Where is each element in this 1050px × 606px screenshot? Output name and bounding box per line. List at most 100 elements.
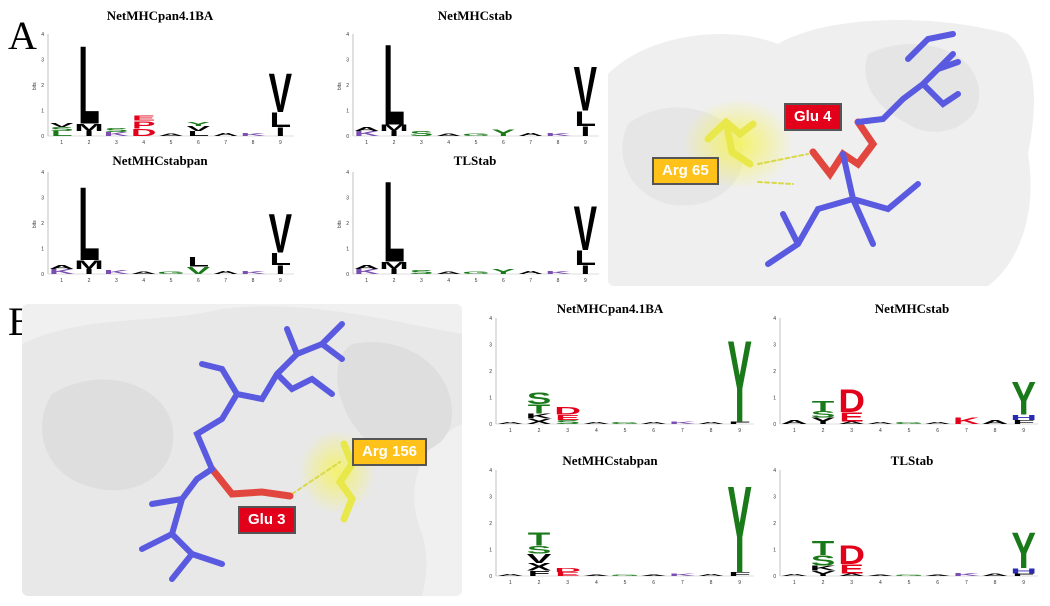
logo-letter: A	[867, 574, 894, 577]
logo-letter: A	[640, 421, 667, 424]
x-tick-label: 2	[538, 580, 541, 586]
y-tick-label: 1	[489, 396, 492, 402]
x-tick-label: 1	[60, 278, 63, 284]
logo-letter: S	[105, 128, 128, 134]
logo-letter: K	[104, 131, 129, 137]
y-tick-label: 4	[773, 316, 776, 322]
x-tick-label: 1	[60, 140, 63, 146]
logo-letter: K	[104, 269, 129, 275]
logo-letter: L	[383, 168, 404, 286]
structure-view-b: Arg 156 Glu 3	[22, 304, 462, 596]
y-axis-label: bits	[32, 82, 38, 90]
logo-letter: L	[188, 130, 209, 138]
x-tick-label: 3	[420, 140, 423, 146]
y-tick-label: 3	[41, 58, 44, 64]
logo-letter: S	[410, 269, 433, 275]
x-tick-label: 7	[224, 278, 227, 284]
x-tick-label: 2	[822, 580, 825, 586]
logo-letter: E	[132, 115, 155, 123]
x-tick-label: 8	[994, 428, 997, 434]
logo-letter: A	[982, 573, 1009, 577]
logo-letter: A	[518, 270, 543, 275]
logo-letter: S	[410, 130, 433, 138]
logo-letter: I	[275, 125, 285, 139]
logo-letter: I	[389, 130, 399, 138]
logo-letter: G	[895, 421, 924, 424]
logo-letter: K	[669, 573, 696, 577]
logo-title: NetMHCstab	[874, 301, 950, 316]
logo-letter: K	[240, 270, 265, 275]
x-tick-label: 9	[738, 580, 741, 586]
logo-letter: A	[436, 271, 461, 275]
y-tick-label: 1	[41, 247, 44, 253]
x-tick-label: 5	[475, 278, 478, 284]
logo-letter: S	[555, 419, 580, 425]
logo-letter: A	[49, 264, 74, 270]
logo-title: TLStab	[453, 153, 497, 168]
x-tick-label: 6	[502, 140, 505, 146]
logo-letter: F	[528, 569, 551, 577]
logo-letter: G	[611, 421, 640, 424]
logo-letter: Y	[811, 569, 836, 577]
logo-letter: Y	[727, 318, 752, 436]
x-tick-label: 1	[365, 278, 368, 284]
logo-letter: D	[838, 383, 865, 420]
y-tick-label: 0	[489, 422, 492, 428]
logo-letter: I	[84, 268, 94, 276]
x-tick-label: 1	[793, 428, 796, 434]
residue-label-glu4: Glu 4	[784, 103, 842, 131]
logo-title: NetMHCstabpan	[562, 453, 658, 468]
y-tick-label: 2	[773, 369, 776, 375]
y-axis-label: bits	[337, 82, 343, 90]
logo-letter: L	[270, 109, 291, 132]
y-tick-label: 0	[489, 574, 492, 580]
logo-letter: L	[270, 249, 292, 269]
x-tick-label: 3	[115, 278, 118, 284]
logo-letter: K	[49, 268, 75, 276]
y-axis-label: bits	[337, 220, 343, 228]
y-tick-label: 3	[773, 343, 776, 349]
x-tick-label: 1	[365, 140, 368, 146]
x-tick-label: 6	[502, 278, 505, 284]
logo-letter: A	[158, 133, 183, 137]
x-tick-label: 7	[529, 140, 532, 146]
x-tick-label: 6	[197, 140, 200, 146]
x-tick-label: 1	[509, 580, 512, 586]
residue-label-glu3: Glu 3	[238, 506, 296, 534]
y-tick-label: 4	[346, 170, 349, 176]
x-tick-label: 7	[224, 140, 227, 146]
x-tick-label: 7	[965, 580, 968, 586]
logo-letter: A	[497, 573, 524, 576]
logo-letter: A	[838, 573, 865, 577]
logo-letter: K	[545, 270, 570, 275]
y-tick-label: 3	[489, 343, 492, 349]
y-tick-label: 0	[41, 272, 44, 278]
logo-letter: F	[728, 571, 751, 577]
logo-letter: E	[555, 413, 580, 421]
y-tick-label: 0	[346, 134, 349, 140]
logo-letter: S	[811, 552, 836, 568]
logo-letter: D	[131, 127, 156, 138]
y-tick-label: 0	[41, 134, 44, 140]
y-tick-label: 1	[773, 396, 776, 402]
x-tick-label: 7	[965, 428, 968, 434]
logo-letter: A	[497, 421, 524, 424]
x-tick-label: 2	[822, 428, 825, 434]
logo-letter: F	[1012, 573, 1035, 577]
x-tick-label: 3	[850, 580, 853, 586]
logo-letter: A	[982, 419, 1009, 425]
logo-letter: I	[84, 130, 94, 138]
y-tick-label: 2	[41, 83, 44, 89]
x-tick-label: 3	[420, 278, 423, 284]
x-tick-label: 6	[936, 580, 939, 586]
logo-letter: K	[526, 412, 553, 420]
x-tick-label: 1	[793, 580, 796, 586]
x-tick-label: 2	[88, 278, 91, 284]
logo-letter: Y	[1011, 372, 1036, 424]
x-tick-label: 5	[624, 428, 627, 434]
